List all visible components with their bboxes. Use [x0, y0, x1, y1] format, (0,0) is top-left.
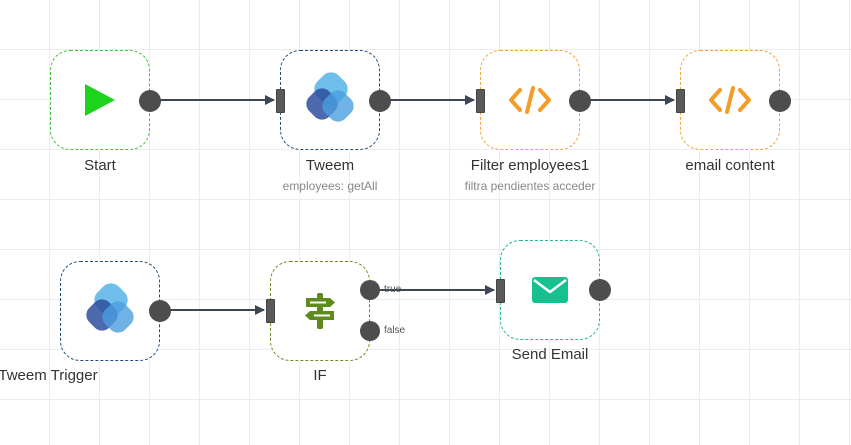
- input-port[interactable]: [276, 89, 285, 113]
- tweem-logo-icon: [302, 72, 358, 128]
- node-tweem[interactable]: [276, 50, 391, 150]
- output-port[interactable]: [569, 90, 591, 112]
- node-label: Tweem: [305, 157, 355, 174]
- node-subtitle: employees: getAll: [282, 179, 378, 193]
- signpost-icon: [300, 291, 340, 331]
- node-label: email content: [685, 157, 775, 174]
- node-label: Send Email: [511, 346, 589, 363]
- input-port[interactable]: [476, 89, 485, 113]
- play-icon: [83, 82, 117, 118]
- true-port-label: true: [384, 284, 402, 295]
- code-icon: [708, 85, 752, 115]
- node-email-content[interactable]: [676, 50, 791, 150]
- node-label: Tweem Trigger: [0, 367, 98, 384]
- input-port[interactable]: [496, 279, 505, 303]
- code-icon: [508, 85, 552, 115]
- node-label: Filter employees1: [470, 157, 590, 174]
- node-filter-employees[interactable]: [476, 50, 591, 150]
- envelope-icon: [531, 276, 569, 304]
- tweem-logo-icon: [82, 283, 138, 339]
- output-port[interactable]: [139, 90, 161, 112]
- node-if[interactable]: [266, 261, 380, 361]
- output-port[interactable]: [369, 90, 391, 112]
- false-port-label: false: [384, 325, 406, 336]
- output-port[interactable]: [589, 279, 611, 301]
- input-port[interactable]: [676, 89, 685, 113]
- node-start[interactable]: [50, 50, 161, 150]
- input-port[interactable]: [266, 299, 275, 323]
- true-output-port[interactable]: [360, 280, 380, 300]
- node-tweem-trigger[interactable]: [60, 261, 171, 361]
- output-port[interactable]: [149, 300, 171, 322]
- false-output-port[interactable]: [360, 321, 380, 341]
- output-port[interactable]: [769, 90, 791, 112]
- node-label: IF: [313, 367, 327, 384]
- node-label: Start: [84, 157, 116, 174]
- node-subtitle: filtra pendientes acceder: [464, 179, 596, 193]
- node-send-email[interactable]: [496, 240, 611, 340]
